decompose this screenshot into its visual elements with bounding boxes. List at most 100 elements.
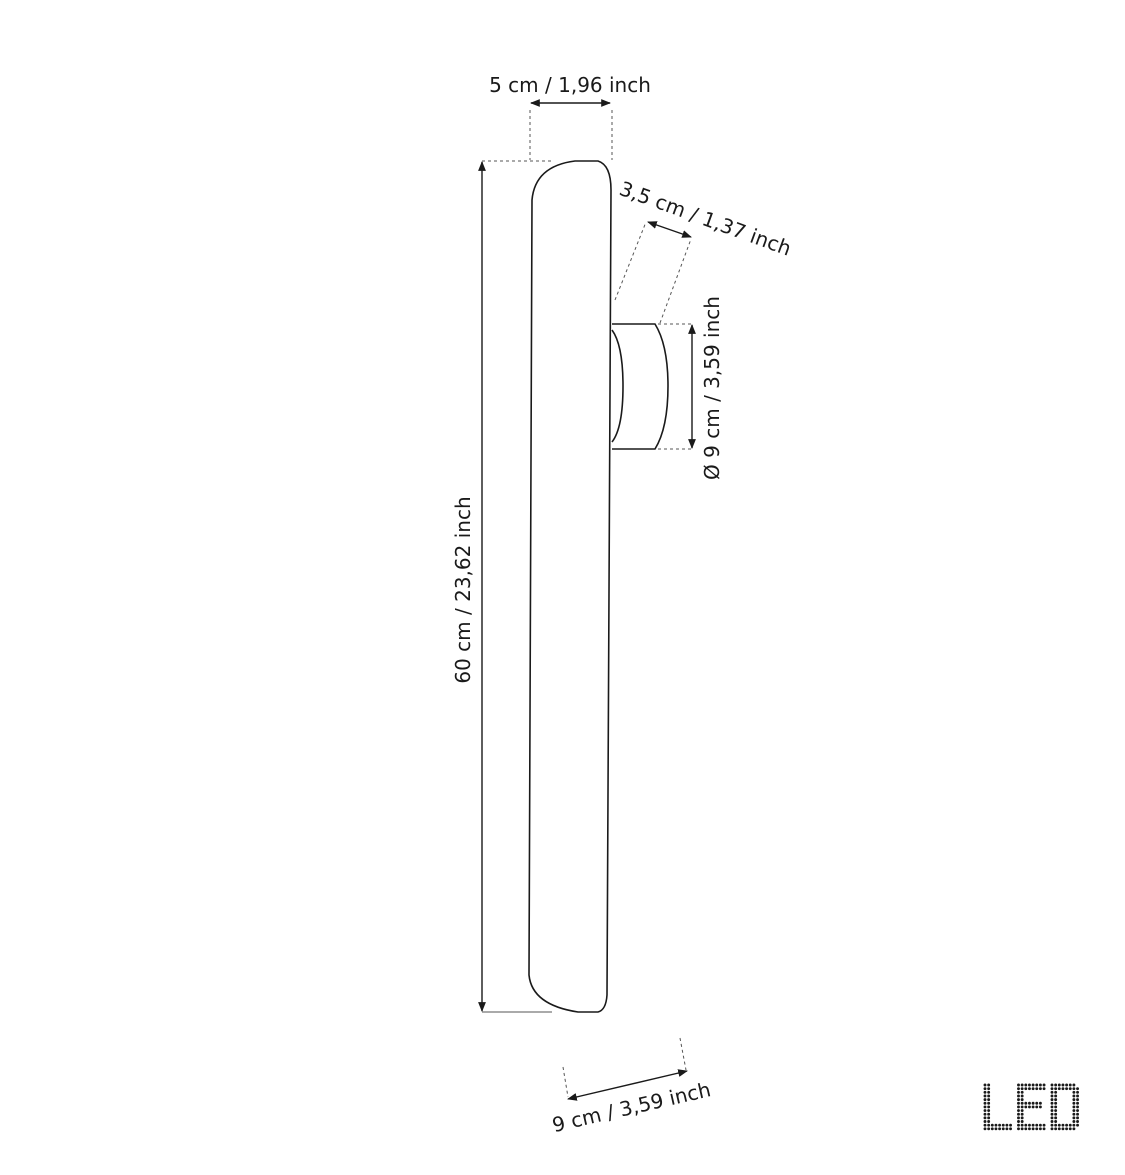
led-logo-dot (1035, 1127, 1039, 1131)
led-logo-dot (1072, 1127, 1076, 1131)
height-label: 60 cm / 23,62 inch (451, 496, 475, 683)
led-logo-dot (1054, 1123, 1058, 1127)
led-logo-dot (1020, 1120, 1024, 1123)
led-logo-dot (1072, 1112, 1076, 1116)
led-logo-dot (1076, 1090, 1080, 1094)
led-logo-dot (1017, 1112, 1020, 1116)
led-logo-dot (1028, 1083, 1031, 1087)
led-logo-dot (1024, 1087, 1028, 1091)
led-logo-dot (1050, 1109, 1054, 1113)
led-logo-dot (1054, 1120, 1058, 1123)
led-logo-dot (1050, 1090, 1054, 1094)
led-logo-dot (1061, 1123, 1065, 1127)
led-logo-dot (1009, 1123, 1012, 1127)
led-logo-dot (1024, 1105, 1028, 1109)
led-logo-dot (1017, 1083, 1020, 1087)
led-logo-dot (1017, 1116, 1020, 1120)
led-logo-dot (1054, 1087, 1058, 1091)
led-logo-dot (1028, 1101, 1031, 1105)
led-logo-dot (987, 1127, 991, 1131)
led-logo-dot (1054, 1101, 1058, 1105)
projection-extension-left (614, 221, 647, 301)
led-logo-dot (1050, 1101, 1054, 1105)
led-logo-dot (1017, 1127, 1020, 1131)
led-logo-dot (998, 1123, 1002, 1127)
led-logo-dot (1054, 1090, 1058, 1094)
led-logo-dot (983, 1083, 987, 1087)
led-logo-dot (1031, 1083, 1035, 1087)
led-logo-dot (1072, 1098, 1076, 1102)
led-logo-dot (1020, 1127, 1024, 1131)
led-logo-dot (1054, 1098, 1058, 1102)
led-logo-dot (983, 1087, 987, 1091)
bottom-width-label: 9 cm / 3,59 inch (550, 1077, 713, 1137)
led-logo-dot (1076, 1101, 1080, 1105)
wall-mount-inner-curve (611, 329, 624, 443)
led-logo-dot (1072, 1101, 1076, 1105)
led-logo-dot (1042, 1123, 1046, 1127)
led-logo-dot (1050, 1123, 1054, 1127)
led-logo-dot (983, 1127, 987, 1131)
led-logo-dot (983, 1116, 987, 1120)
led-logo-dot (1050, 1094, 1054, 1098)
led-logo-dot (983, 1109, 987, 1113)
led-logo-dot (1020, 1087, 1024, 1091)
led-logo-dot (1068, 1087, 1072, 1091)
led-logo-dot (983, 1120, 987, 1123)
led-logo-dot (1068, 1083, 1072, 1087)
led-logo-dot (987, 1109, 991, 1113)
led-logo-dot (1054, 1109, 1058, 1113)
led-logo-dot (1020, 1109, 1024, 1113)
led-logo-dot (1054, 1105, 1058, 1109)
led-logo-dot (1024, 1127, 1028, 1131)
led-logo-dot (987, 1101, 991, 1105)
led-logo-dot (1050, 1083, 1054, 1087)
led-logo-dot (1005, 1123, 1009, 1127)
led-logo-dot (1028, 1123, 1031, 1127)
led-logo-dot (1035, 1087, 1039, 1091)
led-logo-dot (1038, 1127, 1042, 1131)
led-logo-dot (1017, 1087, 1020, 1091)
led-logo-dot (1072, 1083, 1076, 1087)
led-logo-dot (1050, 1087, 1054, 1091)
led-logo-dot (1072, 1116, 1076, 1120)
led-logo-dot (1065, 1123, 1069, 1127)
led-logo-dot (983, 1101, 987, 1105)
led-logo-dot (990, 1123, 994, 1127)
led-logo-dot (1072, 1109, 1076, 1113)
led-logo-dot (983, 1112, 987, 1116)
led-logo-dot (1054, 1094, 1058, 1098)
led-logo-dot (1020, 1090, 1024, 1094)
led-logo-dot (1061, 1083, 1065, 1087)
led-logo-dot (1050, 1098, 1054, 1102)
led-logo-dot (1020, 1083, 1024, 1087)
led-logo-dot (1076, 1087, 1080, 1091)
led-logo-dot (1065, 1087, 1069, 1091)
led-logo-dot (1076, 1098, 1080, 1102)
wall-mount-outline (612, 323, 669, 450)
top-width-label: 5 cm / 1,96 inch (489, 73, 651, 97)
led-logo-dot (1076, 1112, 1080, 1116)
led-logo-dot (1072, 1123, 1076, 1127)
led-logo-dot (1017, 1109, 1020, 1113)
led-logo-dot (1028, 1105, 1031, 1109)
led-logo-dot (1005, 1127, 1009, 1131)
led-logo-dot (1038, 1105, 1042, 1109)
led-logo-dot (1054, 1116, 1058, 1120)
led-logo-dot (1035, 1101, 1039, 1105)
led-logo-dot (1076, 1120, 1080, 1123)
led-logo-dot (1061, 1127, 1065, 1131)
led-logo-dot (1031, 1123, 1035, 1127)
led-logo-dot (1042, 1087, 1046, 1091)
led-logo-dot (987, 1116, 991, 1120)
projection-arrow (647, 221, 692, 238)
led-logo-dot (1031, 1105, 1035, 1109)
led-logo-dot (1038, 1101, 1042, 1105)
led-logo-dot (1057, 1083, 1061, 1087)
led-logo-dot (1054, 1127, 1058, 1131)
led-logo-dot (994, 1123, 998, 1127)
led-logo-dot (1072, 1087, 1076, 1091)
led-logo-dot (983, 1105, 987, 1109)
led-logo-dot (1020, 1098, 1024, 1102)
